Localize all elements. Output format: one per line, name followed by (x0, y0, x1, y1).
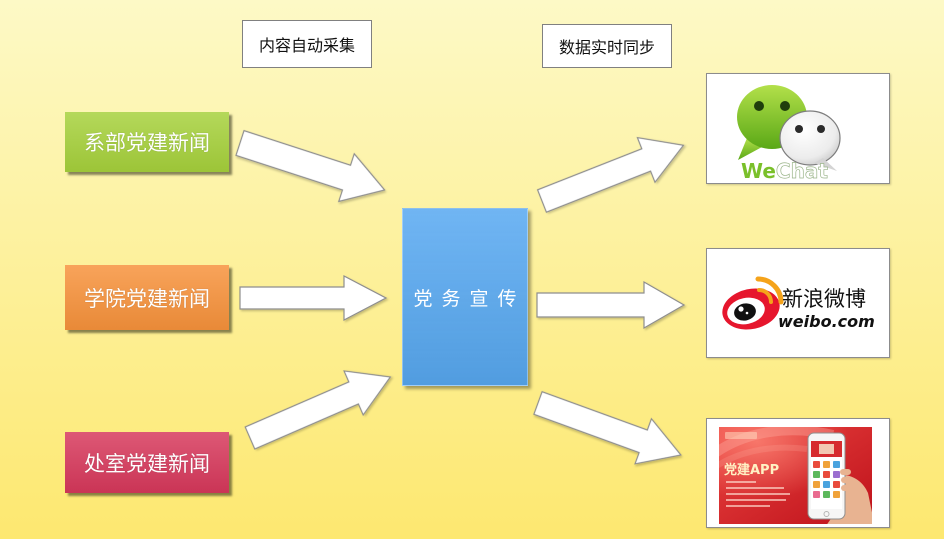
stage-label-collect: 内容自动采集 (242, 20, 372, 68)
app-title: 党建APP (724, 462, 779, 478)
target-app: 党建APP (706, 418, 890, 528)
app-description-lines (726, 481, 790, 507)
weibo-eye-mark (722, 276, 784, 330)
source-label: 处室党建新闻 (84, 451, 210, 476)
arrow-shape (239, 275, 388, 321)
phone-icon (807, 432, 846, 520)
wechat-logo-text-chat: Chat (776, 159, 828, 183)
arrow-hub-to-weibo (536, 280, 686, 330)
hub-label: 党务宣传 (413, 287, 526, 310)
target-wechat: WeChat (706, 73, 890, 184)
source-label: 系部党建新闻 (84, 131, 210, 155)
party-app-promo-image: 党建APP (719, 427, 872, 524)
arrow-hub-to-wechat (536, 136, 685, 213)
wechat-logo-icon: WeChat (737, 85, 841, 183)
arrow-department-to-hub (235, 129, 386, 203)
hub-party-publicity: 党务宣传 (402, 208, 528, 386)
arrow-shape (536, 280, 686, 330)
target-weibo: 新浪微博 weibo.com (706, 248, 890, 358)
weibo-name: 新浪微博 (782, 287, 866, 311)
stage-label-sync: 数据实时同步 (542, 24, 672, 68)
weibo-logo-icon: 新浪微博 weibo.com (722, 276, 875, 331)
arrow-shape (235, 129, 386, 203)
arrow-shape (533, 390, 682, 465)
stage-label-collect-text: 内容自动采集 (258, 36, 355, 55)
stage-label-sync-text: 数据实时同步 (558, 38, 655, 57)
app-promo-banner: 党建APP (719, 427, 872, 524)
wechat-white-bubble (779, 110, 841, 171)
arrow-hub-to-app (533, 390, 682, 465)
wechat-logo-text: WeChat (741, 159, 828, 183)
wechat-logo-text-we: We (741, 159, 776, 183)
source-label: 学院党建新闻 (84, 286, 210, 311)
arrow-shape (536, 136, 685, 213)
hand-fingers-icon (840, 469, 853, 491)
source-office-news: 处室党建新闻 (65, 432, 229, 493)
source-department-news: 系部党建新闻 (65, 112, 229, 172)
source-college-news: 学院党建新闻 (65, 265, 229, 330)
arrow-shape (244, 370, 392, 450)
weibo-domain: weibo.com (778, 312, 875, 331)
arrow-office-to-hub (244, 370, 392, 450)
arrow-college-to-hub (239, 275, 388, 321)
